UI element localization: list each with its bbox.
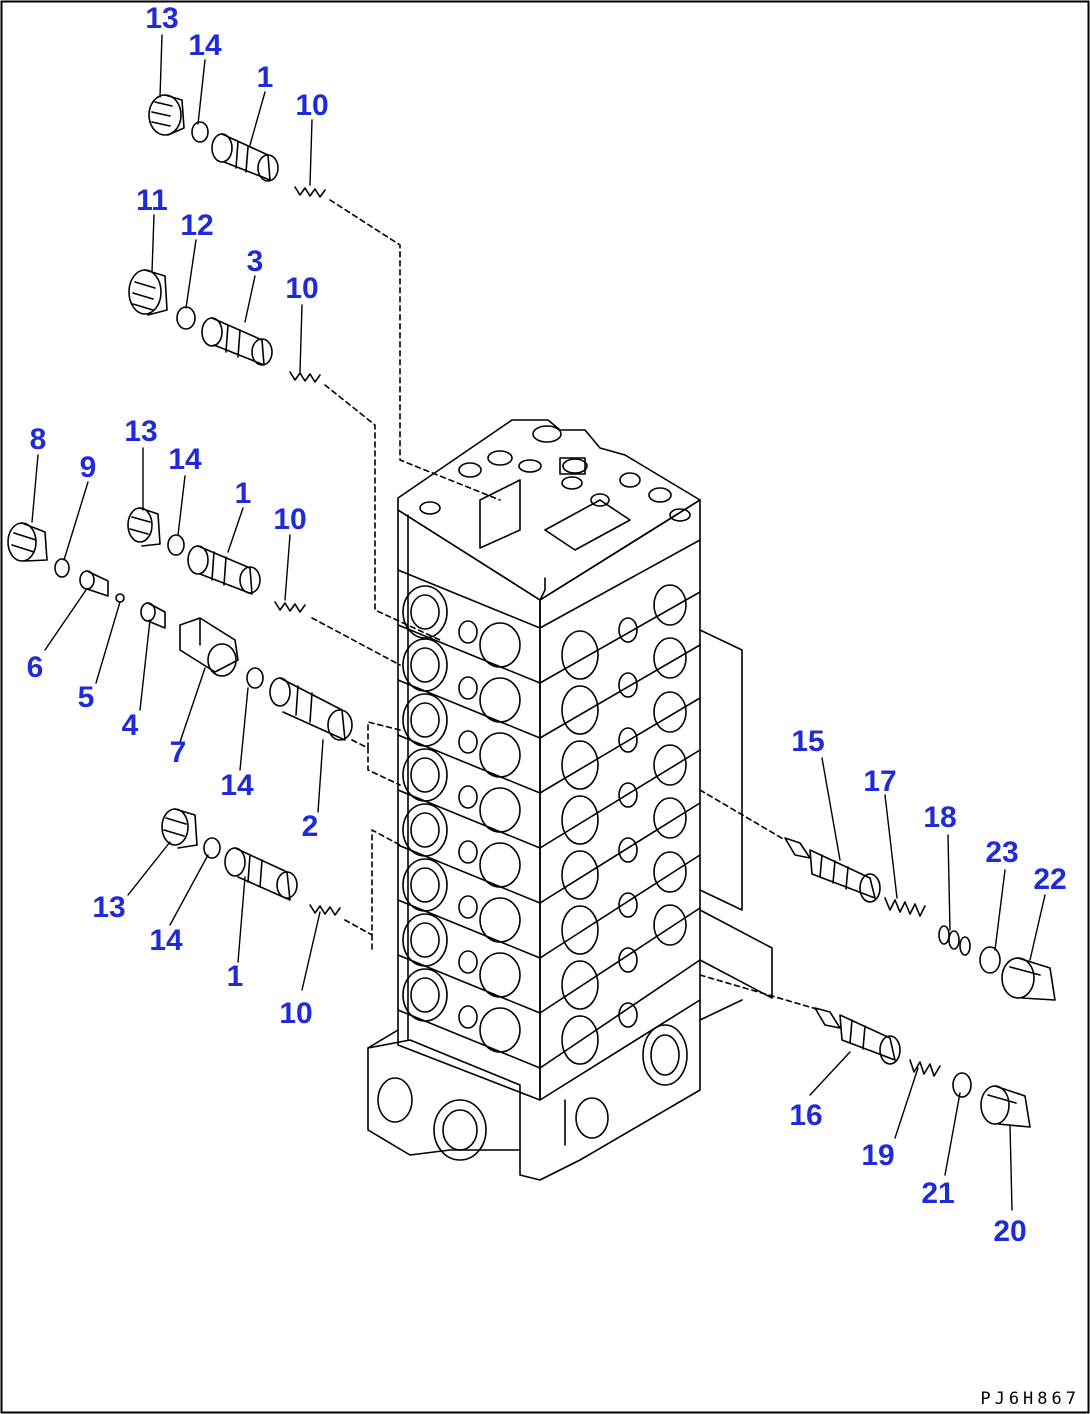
callout-21: 21 [921,1177,954,1210]
callout-11: 11 [136,184,168,217]
leader-a [329,199,501,501]
spool-assembly-d [161,808,401,951]
leader-2 [351,721,401,786]
plug-8 [7,522,48,562]
bracket-16 [699,909,773,999]
o-ring-14-a [191,121,209,143]
callout-22: 22 [1033,863,1066,896]
callout-18: 18 [923,801,956,834]
callout-9: 9 [80,451,97,484]
plug-22 [1001,957,1056,1001]
bracket-16b [699,999,743,1021]
leader-b [324,384,441,641]
o-ring-14-d [203,837,221,859]
spring-17 [884,897,926,917]
spring-seat-4 [140,602,166,629]
callout-17: 17 [863,765,896,798]
callout-2: 2 [302,810,319,843]
ball-5 [115,593,125,603]
plug-13-c [161,808,198,849]
relief-valve-group-16 [699,909,1031,1128]
plug-11 [128,269,168,316]
callout-6: 6 [27,651,44,684]
spring-10-c [274,601,306,613]
plug-13-b [127,507,161,547]
callout-5: 5 [78,681,95,714]
o-ring-12 [176,306,196,330]
callout-13: 13 [92,891,125,924]
relief-valve-16 [814,1007,901,1065]
o-ring-14-c [246,667,264,689]
callout-15: 15 [791,725,824,758]
callout-8: 8 [30,423,47,456]
callout-16: 16 [789,1099,822,1132]
callout-14: 14 [220,769,254,802]
relief-valve-group-15 [699,629,1056,1001]
retainer-7 [179,617,239,677]
callout-10: 10 [295,89,328,122]
control-valve-body [367,419,701,1181]
o-ring-21 [952,1072,972,1098]
spool-assembly-c [7,507,401,786]
bracket-15 [699,629,743,911]
callout-7: 7 [170,736,187,769]
o-ring-9 [54,558,70,578]
spring-10-b [289,371,321,383]
callout-14: 14 [149,924,183,957]
spool-1-c [224,847,298,901]
callout-10: 10 [285,272,318,305]
callout-numbers: 13 14 1 10 11 12 3 10 8 9 13 14 1 10 6 5… [27,2,1067,1248]
leader-c [311,617,401,666]
callout-1: 1 [235,477,252,510]
callout-1: 1 [257,61,274,94]
callout-20: 20 [993,1215,1026,1248]
spool-2 [269,677,353,741]
spring-10-a [294,186,326,198]
callout-leaders [31,34,1046,1211]
drawing-code: PJ6H867 [980,1389,1080,1409]
callout-19: 19 [861,1139,894,1172]
plug-13-a [148,94,185,136]
callout-13: 13 [124,415,157,448]
callout-13: 13 [145,2,178,35]
callout-10: 10 [273,503,306,536]
spring-10-d [309,904,341,916]
callout-23: 23 [985,836,1018,869]
callout-3: 3 [247,245,264,278]
callout-1: 1 [227,960,244,993]
spring-19 [909,1059,941,1077]
ring-18 [938,925,971,956]
piston-6 [79,570,109,597]
callout-10: 10 [279,997,312,1030]
o-ring-14-b [167,534,185,556]
spool-3 [201,317,273,366]
spool-assembly-a [148,94,501,501]
spool-1-a [211,133,279,182]
callout-4: 4 [122,709,139,742]
callout-14: 14 [188,29,222,62]
spool-1-b [187,545,261,595]
relief-valve-15 [784,837,881,903]
plug-20 [980,1085,1031,1128]
spool-assembly-b [128,269,441,641]
callout-14: 14 [168,443,202,476]
o-ring-23 [979,946,1001,974]
callout-12: 12 [180,209,213,242]
leader-d [344,829,401,951]
